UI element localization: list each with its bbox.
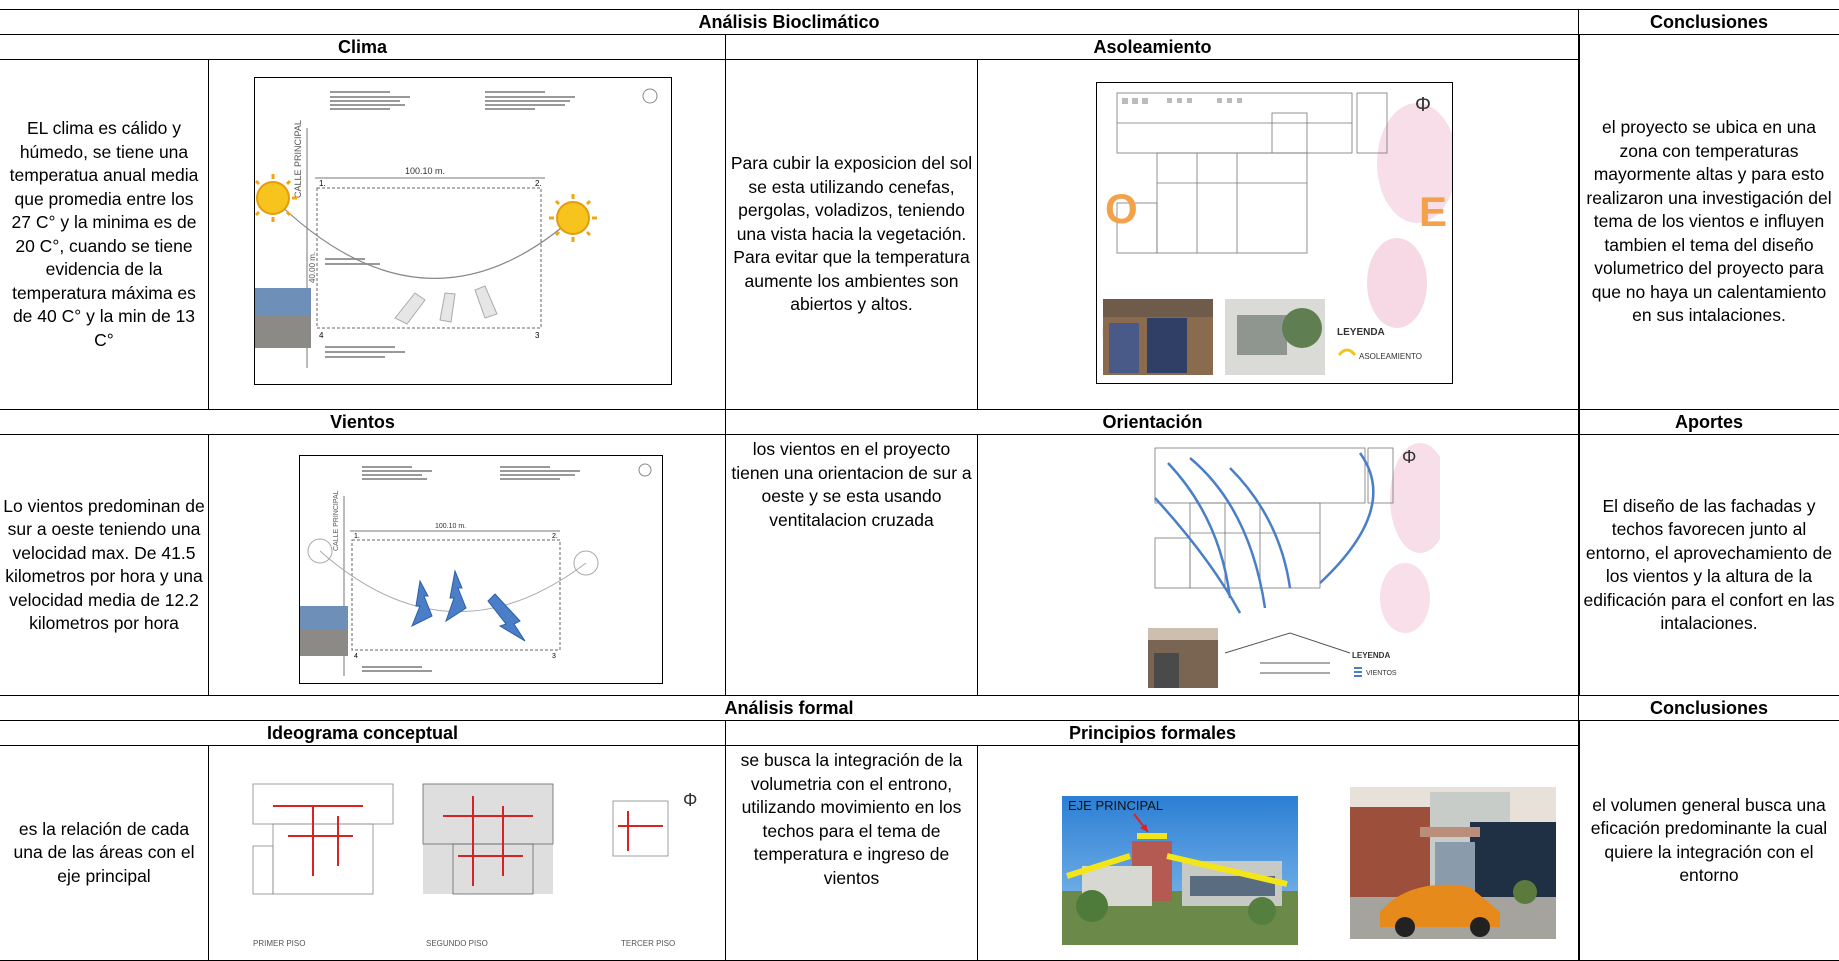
corner-4: 4 [354, 653, 358, 660]
principal-axis-render: EJE PRINCIPAL [1062, 796, 1298, 945]
asoleamiento-plan: Φ O E LEYENDA ASOLEAMIENTO [1096, 82, 1453, 384]
sun-legend-title: LEYENDA [1337, 327, 1385, 338]
formal-section-title: Análisis formal [0, 695, 1579, 721]
wind-legend-title: LEYENDA [1352, 651, 1390, 660]
asoleamiento-text: Para cubir la exposicion del sol se esta… [725, 59, 978, 410]
asoleamiento-header: Asoleamiento [725, 34, 1580, 60]
ideograma-header: Ideograma conceptual [0, 720, 726, 746]
clima-site-diagram: CALLE PRINCIPAL 100.10 m. 1. 2. 3 4 40.0… [254, 77, 672, 385]
corner-2: 2. [535, 179, 542, 188]
ideograma-plans: PRIMER PISO SEGUNDO PISO Φ TERCER PISO [243, 776, 713, 956]
conclusions-text-top: el proyecto se ubica en una zona con tem… [1578, 34, 1839, 410]
dimension-h: 100.10 m. [435, 523, 466, 530]
street-label: CALLE PRINCIPAL [293, 120, 303, 198]
wind-legend-icon [1354, 667, 1362, 677]
axis-label: EJE PRINCIPAL [1068, 798, 1163, 813]
orientacion-header: Orientación [725, 409, 1580, 435]
principios-text: se busca la integración de la volumetria… [725, 745, 978, 961]
sun-icon [255, 174, 297, 222]
floor-label-2: SEGUNDO PISO [426, 939, 488, 948]
aportes-text: El diseño de las fachadas y techos favor… [1578, 434, 1839, 696]
orientacion-plan: Φ LEYENDA VIENTOS [1130, 438, 1440, 694]
sun-legend-item: ASOLEAMIENTO [1359, 352, 1422, 361]
sun-icon [549, 194, 597, 242]
clima-header: Clima [0, 34, 726, 60]
corner-1: 1. [354, 533, 360, 540]
vientos-text: Lo vientos predominan de sur a oeste ten… [0, 434, 209, 696]
north-icon: Φ [1415, 94, 1431, 116]
aportes-header: Aportes [1578, 409, 1839, 435]
conclusions-header-top: Conclusiones [1578, 9, 1839, 35]
corner-1: 1. [319, 179, 326, 188]
bioclimatic-section-title: Análisis Bioclimático [0, 9, 1579, 35]
clima-text: EL clima es cálido y húmedo, se tiene un… [0, 59, 209, 410]
corner-2: 2. [552, 533, 558, 540]
conclusions-text-bottom: el volumen general busca una eficación p… [1578, 720, 1839, 961]
ideograma-text: es la relación de cada una de las áreas … [0, 745, 209, 961]
dimension-h: 100.10 m. [405, 166, 445, 176]
vientos-header: Vientos [0, 409, 726, 435]
wind-legend-item: VIENTOS [1366, 670, 1397, 677]
east-letter: E [1419, 188, 1447, 235]
vientos-site-diagram: CALLE PRINCIPAL 100.10 m. 1. 2. 3 4 [299, 455, 663, 684]
west-letter: O [1105, 185, 1138, 232]
orientacion-text: los vientos en el proyecto tienen una or… [725, 434, 978, 696]
dimension-v: 40.00 m. [308, 252, 317, 283]
floor-label-1: PRIMER PISO [253, 939, 305, 948]
wind-flow-icon [1154, 452, 1375, 614]
corner-4: 4 [319, 331, 324, 340]
wind-icon [411, 569, 526, 642]
north-icon: Φ [683, 790, 697, 810]
north-icon: Φ [1402, 447, 1416, 467]
axis-highlight-lines [1066, 833, 1288, 887]
conclusions-header-bottom: Conclusiones [1578, 695, 1839, 721]
red-axis-lines [273, 805, 363, 876]
principios-header: Principios formales [725, 720, 1580, 746]
corner-3: 3 [552, 653, 556, 660]
street-label: CALLE PRINCIPAL [333, 490, 340, 551]
sun-legend-icon [1337, 348, 1357, 356]
corner-3: 3 [535, 331, 540, 340]
floor-label-3: TERCER PISO [621, 939, 675, 948]
building-photo-render [1350, 787, 1556, 939]
